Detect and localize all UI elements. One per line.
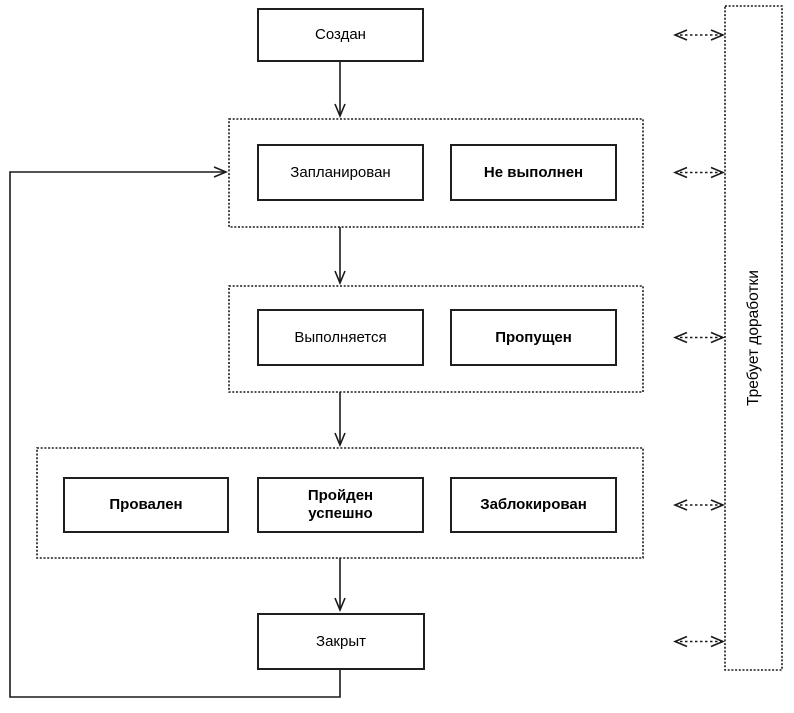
state-label-created: Создан	[315, 26, 366, 43]
state-label-passed: Пройден успешно	[307, 487, 374, 522]
rework-sidebar-border	[724, 5, 783, 671]
state-box-not-executed: Не выполнен	[450, 144, 617, 201]
state-label-blocked: Заблокирован	[480, 496, 587, 513]
state-box-blocked: Заблокирован	[450, 477, 617, 533]
group-planned-notexecuted	[228, 118, 644, 228]
state-label-skipped: Пропущен	[495, 328, 572, 346]
rework-sidebar-label: Требует доработки	[744, 270, 762, 406]
state-box-passed: Пройден успешно	[257, 477, 424, 533]
state-box-planned: Запланирован	[257, 144, 424, 201]
state-box-in-progress: Выполняется	[257, 309, 424, 366]
arrow-closed-loop-to-planned	[9, 172, 341, 698]
rework-sidebar: Требует доработки	[725, 6, 782, 670]
state-label-planned: Запланирован	[290, 163, 391, 181]
state-box-closed: Закрыт	[257, 613, 425, 670]
group-inprogress-skipped	[228, 285, 644, 393]
state-label-closed: Закрыт	[316, 632, 366, 650]
state-box-created: Создан	[257, 8, 424, 62]
state-label-failed: Провален	[109, 496, 183, 513]
state-box-skipped: Пропущен	[450, 309, 617, 366]
state-label-not-executed: Не выполнен	[483, 163, 584, 181]
state-box-failed: Провален	[63, 477, 229, 533]
state-label-in-progress: Выполняется	[294, 328, 387, 346]
